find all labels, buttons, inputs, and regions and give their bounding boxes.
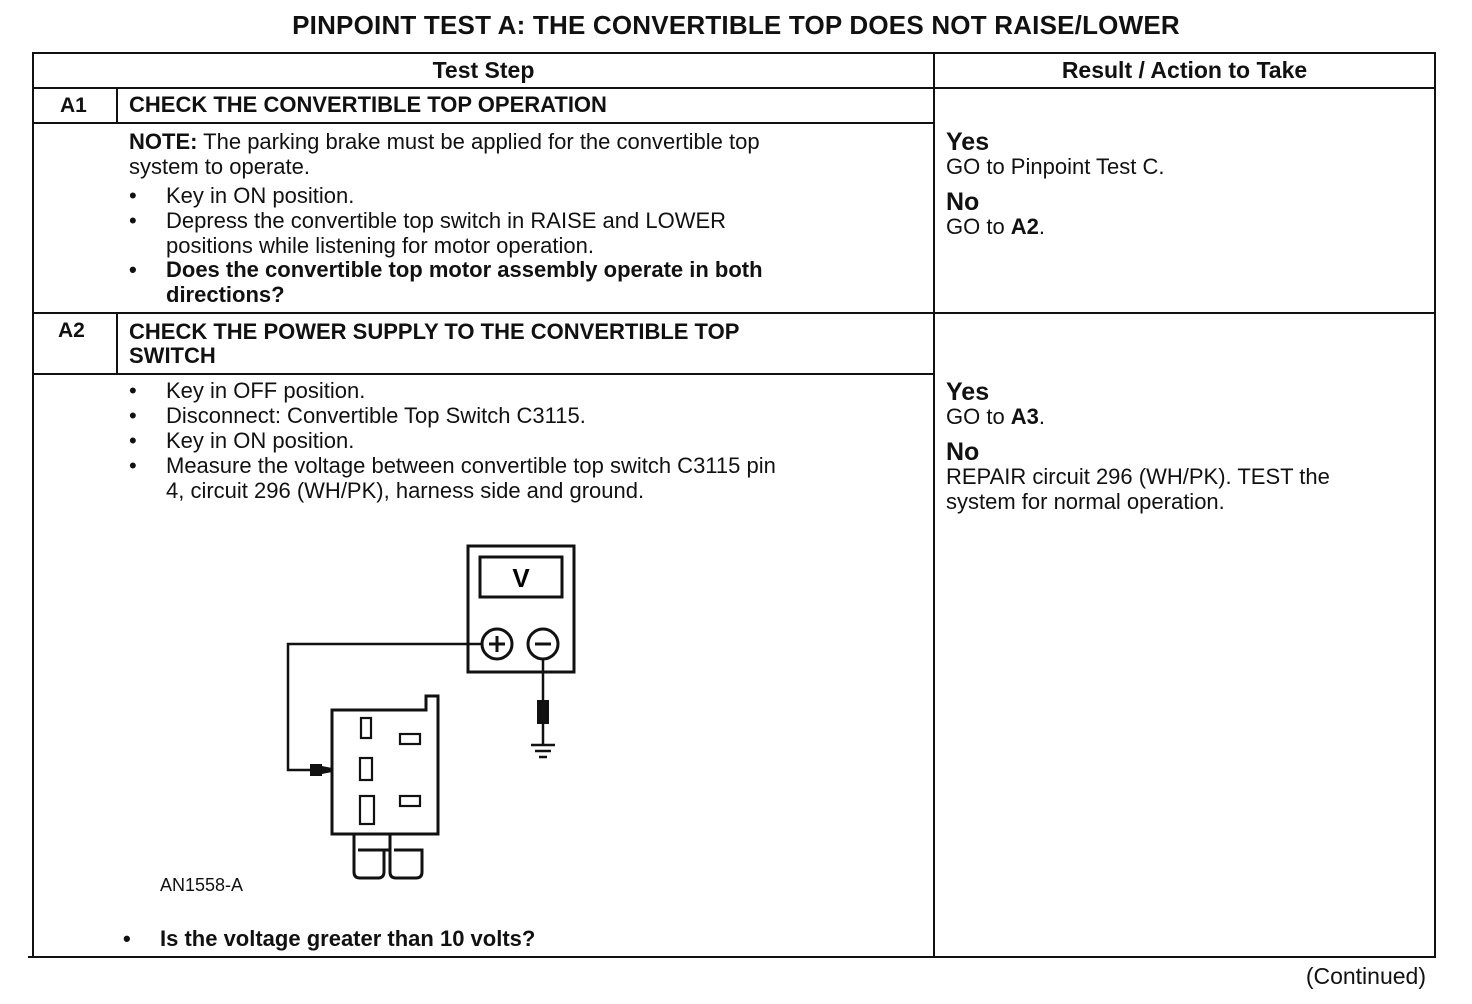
bullet-text: Is the voltage greater than 10 volts? — [160, 926, 536, 951]
voltmeter-symbol: V — [512, 563, 530, 593]
action-target-link: A2 — [1010, 214, 1039, 239]
connector-latch — [388, 834, 424, 880]
action-punct: . — [1038, 214, 1046, 239]
a2-no-action-line-1: REPAIR circuit 296 (WH/PK). TEST the — [946, 464, 1330, 489]
action-text: GO to — [946, 214, 1011, 239]
continued-label: (Continued) — [1305, 963, 1426, 989]
positive-lead-wire — [286, 642, 482, 772]
a1-no-label: No — [946, 188, 980, 216]
a2-yes-label: Yes — [946, 378, 990, 406]
connector-pin-cavity — [359, 716, 373, 740]
bullet-text: 4, circuit 296 (WH/PK), harness side and… — [166, 478, 645, 503]
bullet-icon: • — [129, 453, 137, 478]
action-target-link: A3 — [1010, 404, 1039, 429]
bullet-text: Key in ON position. — [166, 183, 355, 208]
bullet-icon: • — [129, 428, 137, 453]
note-text-line-2: system to operate. — [129, 154, 310, 179]
a2-no-label: No — [946, 438, 980, 466]
a1-yes-label: Yes — [946, 128, 990, 156]
step-title-a2-line-2: SWITCH — [129, 343, 216, 368]
plus-sign-icon — [489, 636, 505, 652]
connector-pin-cavity — [398, 732, 422, 746]
a1-note: NOTE: The parking brake must be applied … — [129, 129, 760, 155]
step-title-a2-line-1: CHECK THE POWER SUPPLY TO THE CONVERTIBL… — [129, 319, 740, 344]
connector-pin-4-cavity — [358, 756, 374, 782]
action-punct: . — [1038, 404, 1046, 429]
page-title: PINPOINT TEST A: THE CONVERTIBLE TOP DOE… — [292, 10, 1180, 40]
a1-yes-action: GO to Pinpoint Test C. — [946, 154, 1165, 179]
voltmeter-display — [478, 555, 564, 599]
bullet-icon: • — [123, 926, 131, 951]
connector-pin-cavity — [358, 794, 376, 826]
step-title-a1: CHECK THE CONVERTIBLE TOP OPERATION — [129, 92, 607, 117]
bullet-icon: • — [129, 378, 137, 403]
connector-pin-cavity — [398, 794, 422, 808]
step-id-a1: A1 — [60, 94, 87, 117]
connector-c3115-body — [330, 694, 440, 836]
ground-icon — [531, 743, 555, 759]
probe-handle — [310, 764, 322, 776]
ground-probe — [537, 700, 549, 724]
bullet-text: Measure the voltage between convertible … — [166, 453, 776, 478]
bullet-text: Key in OFF position. — [166, 378, 366, 403]
bullet-text: Disconnect: Convertible Top Switch C3115… — [166, 403, 586, 428]
action-text: GO to — [946, 404, 1011, 429]
a2-yes-action: GO to A3. — [946, 404, 1045, 429]
bullet-text: Key in ON position. — [166, 428, 355, 453]
bullet-text: Depress the convertible top switch in RA… — [166, 208, 727, 233]
voltmeter-diagram: V — [286, 544, 576, 880]
bullet-icon: • — [129, 208, 137, 233]
voltmeter-body — [466, 544, 576, 674]
bullet-icon: • — [129, 403, 137, 428]
column-header-test-step: Test Step — [432, 57, 535, 83]
a2-no-action-line-2: system for normal operation. — [946, 489, 1225, 514]
bullet-icon: • — [129, 257, 137, 282]
step-id-a2: A2 — [58, 319, 85, 342]
bullet-text: directions? — [166, 282, 285, 307]
bullet-text: positions while listening for motor oper… — [166, 233, 595, 258]
note-text-line-1: The parking brake must be applied for th… — [197, 129, 760, 154]
a1-no-action: GO to A2. — [946, 214, 1045, 239]
bullet-text: Does the convertible top motor assembly … — [166, 257, 763, 282]
column-header-result: Result / Action to Take — [1061, 57, 1308, 83]
note-label: NOTE: — [129, 129, 198, 154]
bullet-icon: • — [129, 183, 137, 208]
connector-latch — [352, 834, 386, 880]
figure-id: AN1558-A — [160, 875, 244, 895]
